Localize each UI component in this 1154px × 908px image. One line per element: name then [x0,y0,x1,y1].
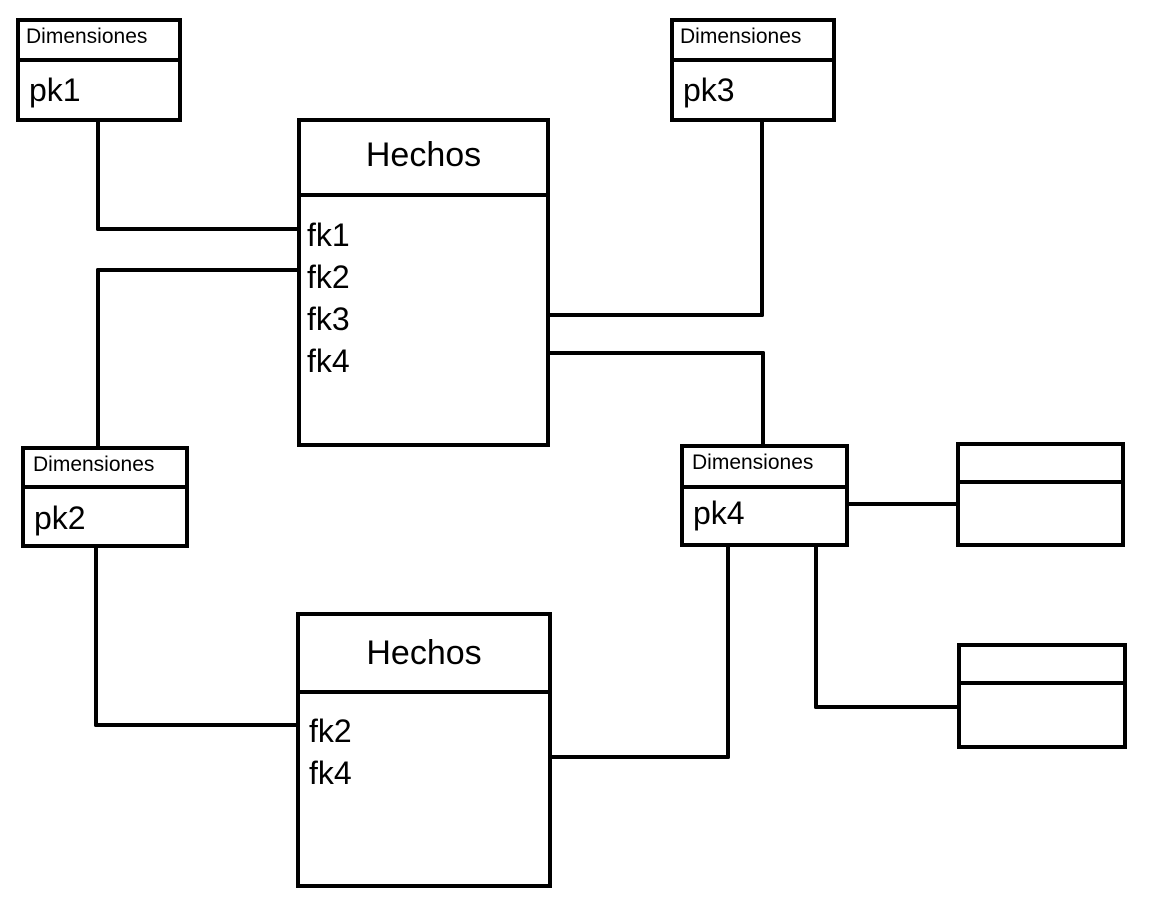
fact-header: Hechos [301,122,546,197]
foreign-key-field: fk1 [307,217,350,253]
dimension-header: Dimensiones [20,22,178,62]
dimension-title: Dimensiones [33,453,155,476]
fact-title: Hechos [366,634,482,672]
foreign-key-field: fk4 [309,755,352,791]
empty-table-header [960,446,1121,484]
empty-table-1 [956,442,1125,547]
dimension-table-pk4: Dimensiones pk4 [680,444,849,547]
dimension-header: Dimensiones [684,448,845,489]
fact-title: Hechos [365,136,482,174]
dimension-table-pk1: Dimensiones pk1 [16,18,182,122]
foreign-key-field: fk4 [307,343,350,379]
fact-field-list: fk1 fk2 fk3 fk4 [307,214,350,382]
dimension-title: Dimensiones [26,25,148,48]
fact-header: Hechos [300,616,548,694]
dimension-title: Dimensiones [680,25,802,48]
foreign-key-field: fk2 [309,713,352,749]
fact-table-1: Hechos fk1 fk2 fk3 fk4 [297,118,550,447]
empty-table-header [961,647,1123,685]
dimension-table-pk2: Dimensiones pk2 [21,446,189,548]
primary-key-label: pk3 [683,72,735,108]
fact-table-2: Hechos fk2 fk4 [296,612,552,888]
dimension-table-pk3: Dimensiones pk3 [670,18,836,122]
dimension-title: Dimensiones [692,451,814,474]
dimension-header: Dimensiones [674,22,832,62]
foreign-key-field: fk3 [307,301,350,337]
fact-field-list: fk2 fk4 [309,710,352,794]
empty-table-2 [957,643,1127,749]
dimension-header: Dimensiones [25,450,185,489]
foreign-key-field: fk2 [307,259,350,295]
primary-key-label: pk1 [29,72,81,108]
primary-key-label: pk2 [34,500,86,536]
primary-key-label: pk4 [693,495,745,531]
